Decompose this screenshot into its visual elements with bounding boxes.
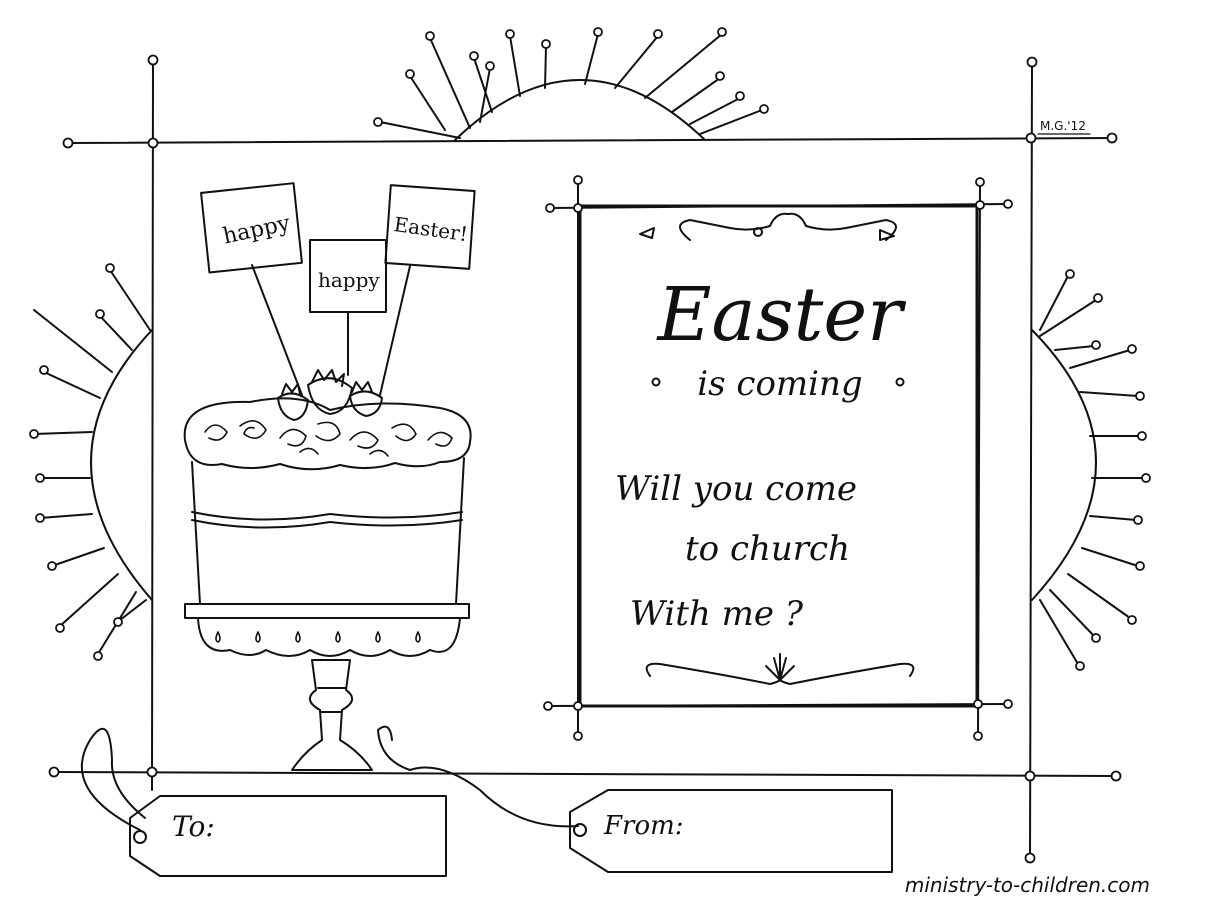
from-label: From: xyxy=(603,811,684,841)
card-frame: Easter is coming Will you come to church… xyxy=(543,175,1013,741)
outer-frame xyxy=(48,54,1122,864)
card-message-line-2: to church xyxy=(685,529,850,569)
top-flourish xyxy=(639,212,897,241)
card-subtitle-line: is coming xyxy=(651,364,905,404)
card-message-line-1: Will you come xyxy=(615,469,857,509)
bottom-flourish xyxy=(645,653,915,685)
to-label: To: xyxy=(172,810,215,843)
cake-flag-right-label: Easter! xyxy=(392,212,469,246)
right-sun xyxy=(1031,269,1151,671)
cake-flag-middle: happy xyxy=(309,239,387,313)
card-message-line-3: With me ? xyxy=(630,594,804,634)
footer-website: ministry-to-children.com xyxy=(905,873,1150,897)
card-title: Easter xyxy=(655,272,907,358)
from-tag[interactable]: From: xyxy=(569,789,893,873)
card-subtitle: is coming xyxy=(697,364,862,404)
strawberries xyxy=(277,369,383,421)
artist-signature: M.G.'12 xyxy=(1040,119,1086,133)
left-sun xyxy=(29,263,153,661)
cake-flag-middle-label: happy xyxy=(318,268,380,292)
cake-flag-right: Easter! xyxy=(384,184,476,270)
cake-flag-left-label: happy xyxy=(221,211,293,250)
tag-strings xyxy=(80,725,579,831)
to-tag[interactable]: To: xyxy=(129,795,447,877)
cake-illustration: happy happy Easter! xyxy=(183,182,476,771)
cake-flag-left: happy xyxy=(200,182,303,274)
top-sun xyxy=(373,27,769,141)
